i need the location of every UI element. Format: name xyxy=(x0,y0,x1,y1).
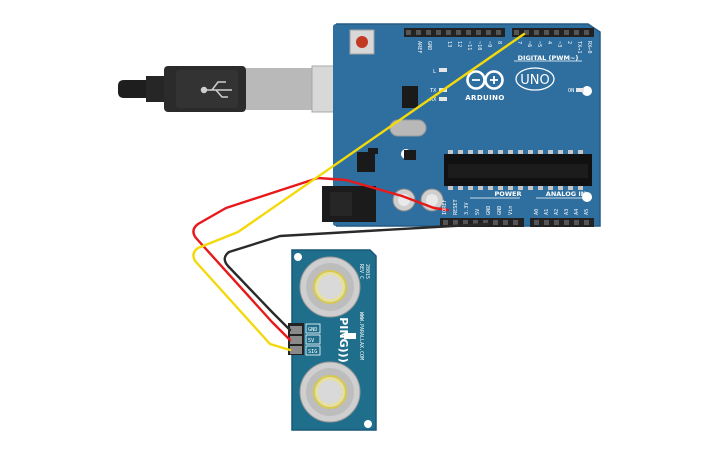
led-label-on: ON xyxy=(568,88,574,94)
sensor-website: WWW.PARALLAX.COM xyxy=(358,312,364,360)
power-pin-label: IOREF xyxy=(442,199,448,215)
power-pin-label: RESET xyxy=(453,199,459,215)
arduino-logo xyxy=(466,70,504,90)
power-header xyxy=(440,218,524,227)
sensor-part-number: 28015 xyxy=(364,264,370,279)
sensor-name: PING))) xyxy=(337,317,350,362)
digital-pin-label: AREF xyxy=(416,41,422,54)
power-header-label: POWER xyxy=(495,190,522,198)
transducer-bottom xyxy=(299,361,361,423)
digital-header xyxy=(404,28,594,37)
sensor-revision: REV C xyxy=(358,264,364,279)
digital-pin-label: ~11 xyxy=(466,41,472,50)
digital-pin-label: RX←0 xyxy=(586,41,592,54)
digital-header-label: DIGITAL (PWM~) xyxy=(518,54,579,62)
wire-5v-red[interactable] xyxy=(192,176,450,342)
digital-pin-label: ~6 xyxy=(526,41,532,47)
analog-pin-label: A5 xyxy=(584,209,590,215)
analog-header-label: ANALOG IN xyxy=(546,190,586,198)
model-badge xyxy=(515,67,555,91)
mount-hole xyxy=(582,192,592,202)
wire-signal-yellow[interactable] xyxy=(192,32,526,352)
led-l xyxy=(439,68,447,72)
sensor-header xyxy=(288,323,304,355)
led-on xyxy=(576,88,584,92)
power-pin-label: Vin xyxy=(508,206,514,215)
wire-gnd-black[interactable] xyxy=(223,222,490,332)
digital-pin-label: 12 xyxy=(456,41,462,47)
led-label-rx: RX xyxy=(430,97,437,103)
sensor-pin-gnd: GND xyxy=(308,327,317,333)
power-pin-label: GND xyxy=(497,206,503,215)
microcontroller-chip xyxy=(444,150,592,190)
digital-pin-label: 8 xyxy=(496,41,502,44)
digital-pin-label: 2 xyxy=(566,41,572,44)
power-pin-label: 5V xyxy=(475,209,481,215)
power-pin-label: 3.3V xyxy=(464,203,470,216)
analog-pin-label: A3 xyxy=(564,209,570,215)
digital-pin-label: ~10 xyxy=(476,41,482,50)
usb-chip xyxy=(402,86,418,108)
digital-pin-label: ~3 xyxy=(556,41,562,47)
analog-pin-label: A4 xyxy=(574,209,580,215)
small-chip xyxy=(404,150,416,160)
ping-sensor[interactable]: GND 5V SIG PING))) WWW.PARALLAX.COM 2801… xyxy=(288,249,377,431)
reset-button[interactable] xyxy=(349,29,375,55)
analog-pin-label: A2 xyxy=(554,209,560,215)
digital-pin-label: ~5 xyxy=(536,41,542,47)
digital-pin-label: 7 xyxy=(516,41,522,44)
digital-pin-label: 13 xyxy=(446,41,452,47)
analog-pin-label: A1 xyxy=(544,209,550,215)
voltage-regulator xyxy=(357,152,375,172)
mount-hole xyxy=(582,86,592,96)
digital-pin-label: TX→1 xyxy=(576,41,582,54)
digital-pin-label: 4 xyxy=(546,41,552,44)
digital-pin-label: ~9 xyxy=(486,41,492,47)
analog-header xyxy=(530,218,594,227)
power-jack xyxy=(322,186,376,222)
sensor-led xyxy=(344,333,356,339)
digital-pin-label: GND xyxy=(426,41,432,50)
sensor-pin-5v: 5V xyxy=(308,338,314,344)
led-label-tx: TX xyxy=(430,88,437,94)
power-pin-label: GND xyxy=(486,206,492,215)
led-label-l: L xyxy=(433,69,436,75)
brand-label: ARDUINO xyxy=(465,94,505,102)
led-rx xyxy=(439,97,447,101)
wires xyxy=(192,32,526,352)
analog-pin-label: A0 xyxy=(534,209,540,215)
sensor-pin-sig: SIG xyxy=(308,349,317,355)
usb-icon xyxy=(200,81,232,98)
transducer-top xyxy=(299,256,361,318)
arduino-board[interactable]: DIGITAL (PWM~) L TX RX ON ARDUINO UNO xyxy=(322,23,601,227)
model-label: UNO xyxy=(520,73,549,88)
